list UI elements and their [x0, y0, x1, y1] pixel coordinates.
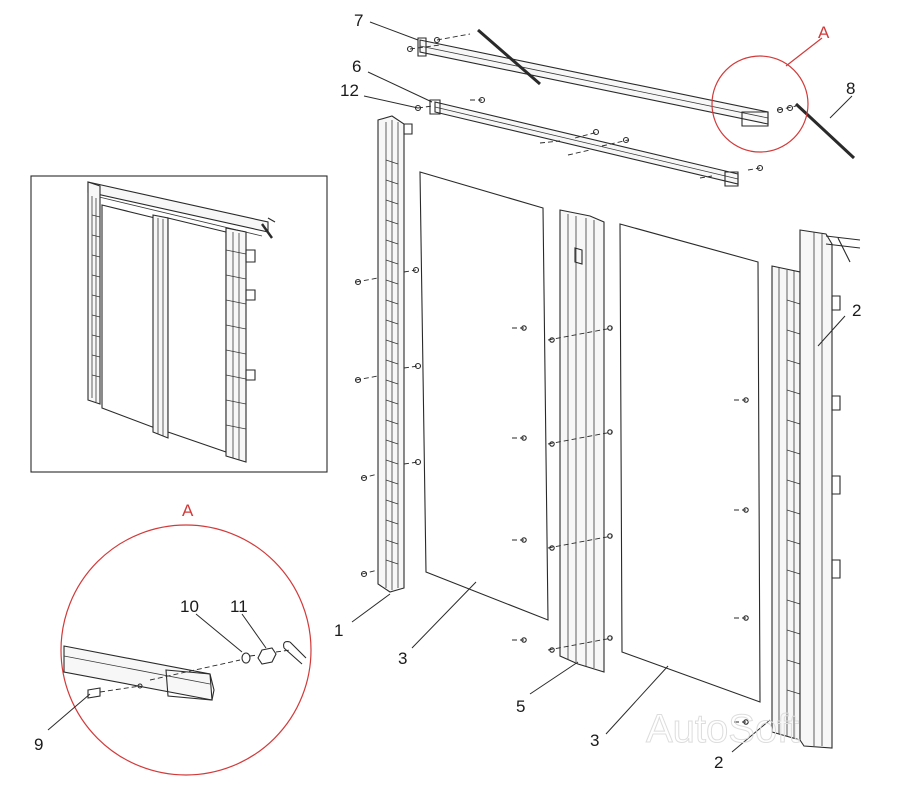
panel-right-bolts	[734, 397, 749, 725]
panel-left-bolts	[512, 325, 527, 643]
bottom-beam-6	[414, 96, 764, 187]
label-2-lower: 2	[714, 753, 723, 772]
panel-3-left	[419, 171, 549, 621]
watermark: AutoSoft	[646, 707, 799, 751]
inset-frame	[30, 175, 328, 473]
detail-circle-bottom	[60, 524, 312, 776]
label-3-left: 3	[398, 649, 407, 668]
middle-post-5	[547, 209, 613, 673]
right-post-2	[771, 229, 861, 749]
inset-middle-post	[152, 214, 169, 439]
label-3-right: 3	[590, 731, 599, 750]
label-6: 6	[352, 57, 361, 76]
inset-left-post	[87, 181, 101, 405]
label-5: 5	[516, 697, 525, 716]
panel-3-right	[619, 223, 761, 703]
detail-leader-top	[785, 37, 823, 67]
label-7: 7	[354, 11, 363, 30]
label-8: 8	[846, 79, 855, 98]
label-11: 11	[230, 597, 248, 616]
left-post-1	[354, 115, 422, 593]
inset-panel-left	[101, 204, 156, 429]
label-10: 10	[180, 597, 199, 616]
label-2-upper: 2	[852, 301, 861, 320]
label-detail-A-bottom: A	[182, 501, 194, 520]
top-beam-7	[406, 28, 769, 127]
inset-right-post	[225, 227, 247, 463]
label-1: 1	[334, 621, 343, 640]
handle-rod-8	[776, 102, 856, 160]
inset-panel-right	[167, 217, 227, 453]
assembled-view-inset	[30, 175, 328, 473]
label-detail-A-top: A	[818, 23, 830, 42]
label-9: 9	[34, 735, 43, 754]
leader-lines	[47, 21, 853, 753]
label-12: 12	[340, 81, 359, 100]
detail-view-A	[60, 524, 312, 776]
detail-circle-top	[711, 55, 809, 153]
